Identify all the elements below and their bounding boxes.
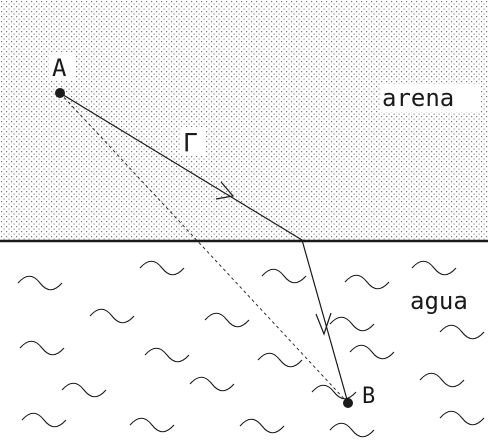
refracted-path bbox=[59, 92, 349, 404]
water-wave-icon bbox=[261, 268, 307, 284]
path-arrow-icon bbox=[315, 312, 332, 336]
path-arrow-icon bbox=[215, 181, 235, 200]
water-wave-icon bbox=[61, 382, 107, 398]
water-wave-icon bbox=[439, 410, 485, 426]
path-label-bg bbox=[180, 127, 206, 155]
straight-path-dashed bbox=[59, 92, 349, 404]
water-wave-icon bbox=[17, 275, 63, 291]
water-wave-icon bbox=[144, 347, 190, 363]
water-wave-icon bbox=[411, 260, 457, 276]
water-wave-icon bbox=[189, 376, 235, 392]
point-a-label-bg bbox=[49, 52, 75, 80]
water-wave-icon bbox=[439, 324, 485, 340]
point-b-dot bbox=[343, 398, 353, 408]
water-wave-icon bbox=[329, 422, 375, 438]
water-wave-icon bbox=[419, 372, 465, 388]
sand-region bbox=[0, 0, 488, 241]
point-a-label: A bbox=[52, 54, 67, 82]
water-region bbox=[17, 260, 485, 438]
water-wave-icon bbox=[19, 340, 65, 356]
point-a-dot bbox=[55, 88, 65, 98]
water-wave-icon bbox=[311, 384, 357, 400]
point-b-label: B bbox=[362, 384, 375, 409]
water-wave-icon bbox=[239, 418, 285, 434]
water-wave-icon bbox=[89, 308, 135, 324]
water-wave-icon bbox=[139, 260, 185, 276]
arena-label: arena bbox=[382, 84, 454, 112]
path-label: Γ bbox=[183, 128, 197, 157]
water-wave-icon bbox=[257, 352, 303, 368]
water-wave-icon bbox=[349, 344, 395, 360]
water-wave-icon bbox=[329, 316, 375, 332]
water-wave-icon bbox=[129, 417, 175, 433]
water-wave-icon bbox=[204, 312, 250, 328]
arena-label-bg bbox=[380, 84, 480, 112]
water-wave-icon bbox=[21, 412, 67, 428]
water-wave-icon bbox=[344, 274, 390, 290]
agua-label: agua bbox=[410, 287, 468, 315]
